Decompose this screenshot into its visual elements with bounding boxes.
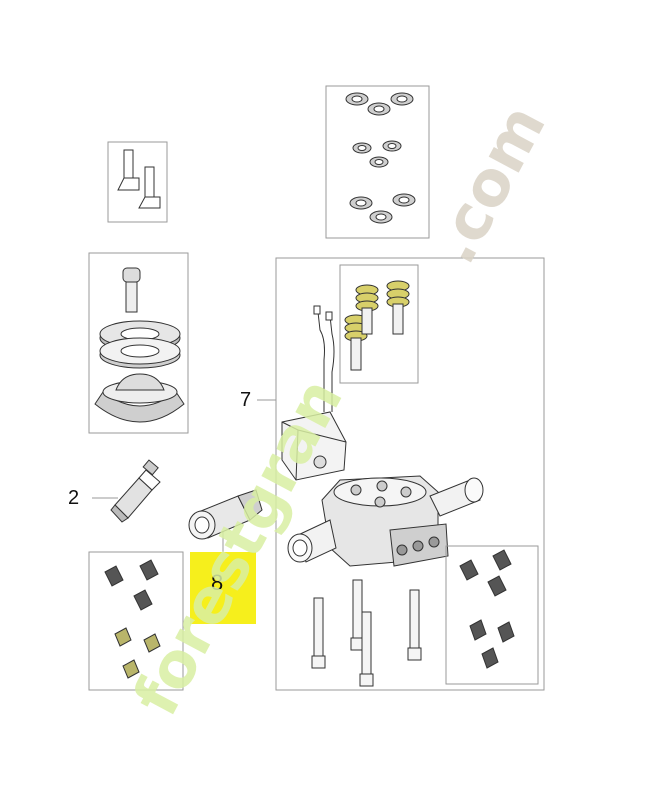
- connector-kit-box: [107, 141, 168, 223]
- seal-kit-box: [325, 85, 430, 239]
- callout-8: 8: [211, 570, 224, 595]
- part-8-fitting: [188, 489, 263, 552]
- callout-8-highlight: 8: [190, 552, 256, 624]
- callout-7: 7: [240, 389, 252, 411]
- part-2-valve: [92, 459, 161, 523]
- swash-plate-kit-box: [88, 252, 189, 434]
- pump-assembly-box: [257, 257, 545, 691]
- callout-2: 2: [68, 487, 80, 509]
- check-valve-kit-box: [88, 551, 184, 691]
